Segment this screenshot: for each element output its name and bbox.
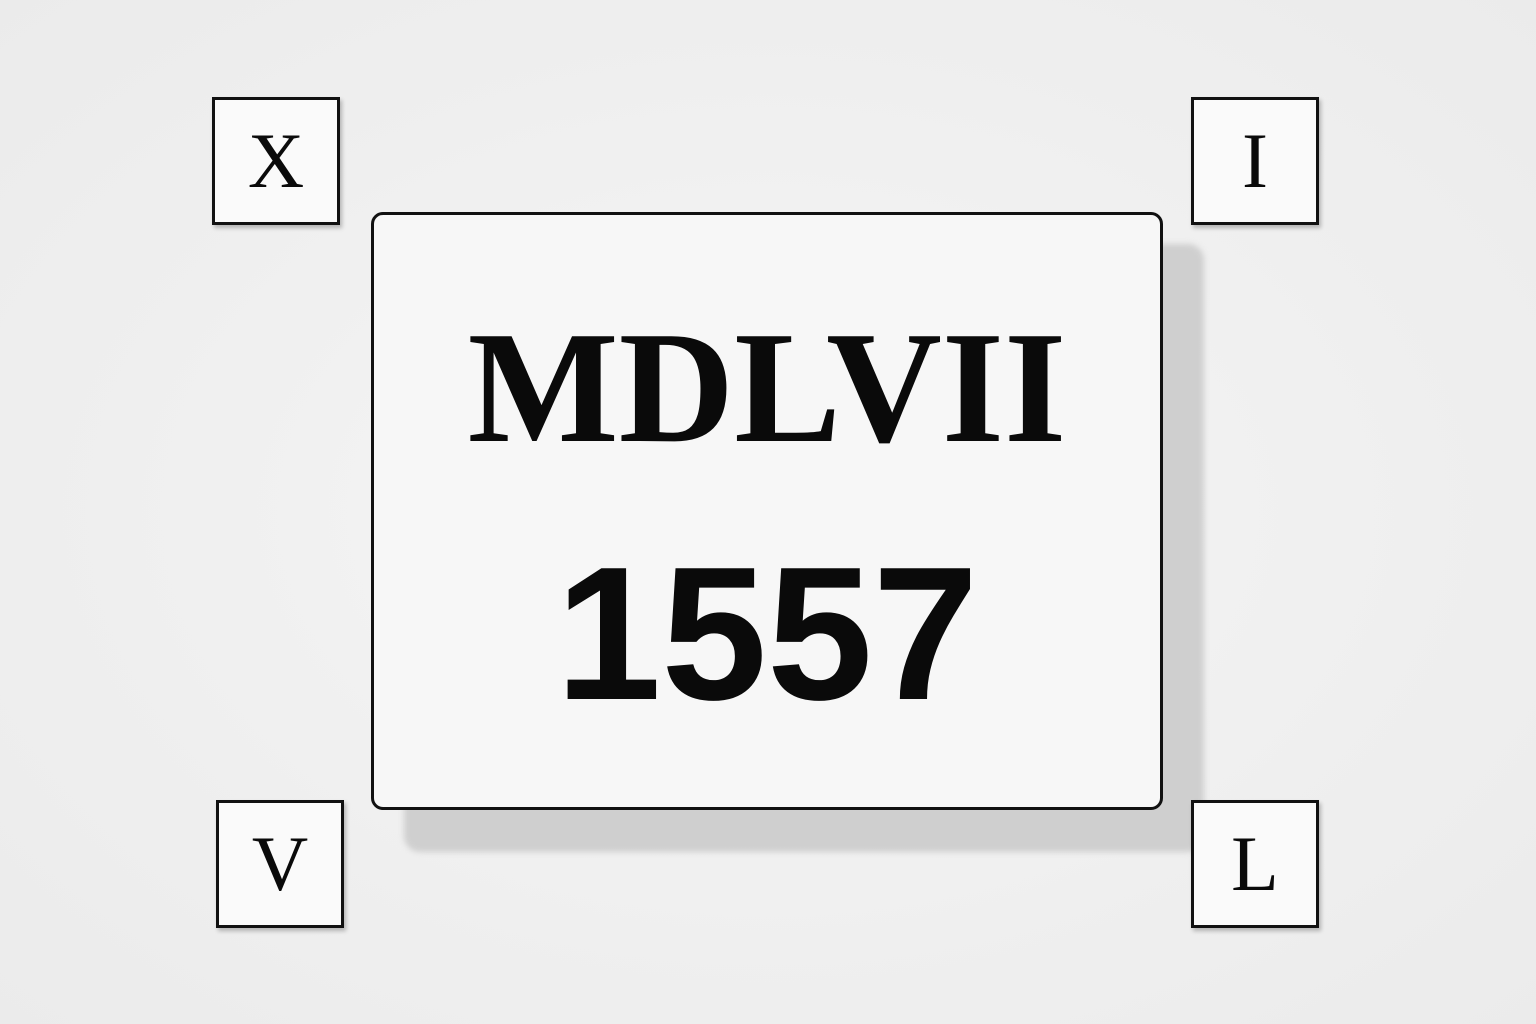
tile-bottom-left-label: V: [251, 820, 309, 907]
tile-bottom-right-label: L: [1231, 820, 1279, 907]
tile-top-right: I: [1191, 97, 1319, 225]
tile-top-left-label: X: [247, 117, 305, 204]
numeral-plaque: MDLVII 1557: [371, 212, 1163, 810]
arabic-number-text: 1557: [555, 528, 979, 740]
tile-bottom-left: V: [216, 800, 344, 928]
tile-top-left: X: [212, 97, 340, 225]
tile-top-right-label: I: [1242, 117, 1268, 204]
roman-numeral-text: MDLVII: [467, 298, 1067, 476]
tile-bottom-right: L: [1191, 800, 1319, 928]
